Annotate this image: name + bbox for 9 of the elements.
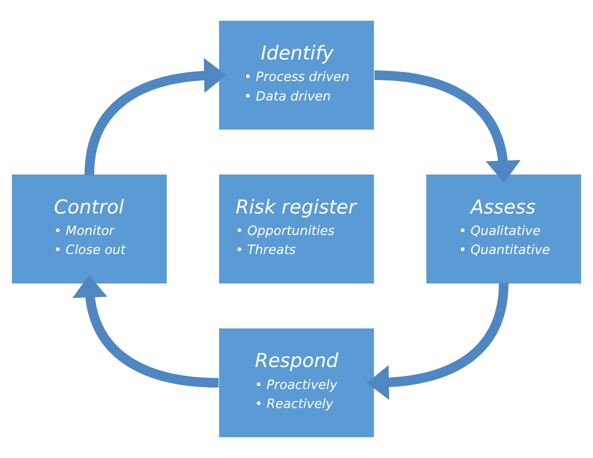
arrow: [374, 70, 521, 183]
node-box: Risk register • Opportunities • Threats: [219, 174, 374, 284]
node-box: Assess • Qualitative • Quantitative: [426, 174, 582, 284]
arrow: [366, 282, 508, 400]
node-box: Control • Monitor • Close out: [12, 174, 167, 284]
arrow: [72, 275, 219, 388]
node-box: Identify • Process driven • Data driven: [219, 20, 374, 130]
node-box: Respond • Proactively • Reactively: [219, 328, 374, 438]
arrow: [84, 58, 226, 176]
